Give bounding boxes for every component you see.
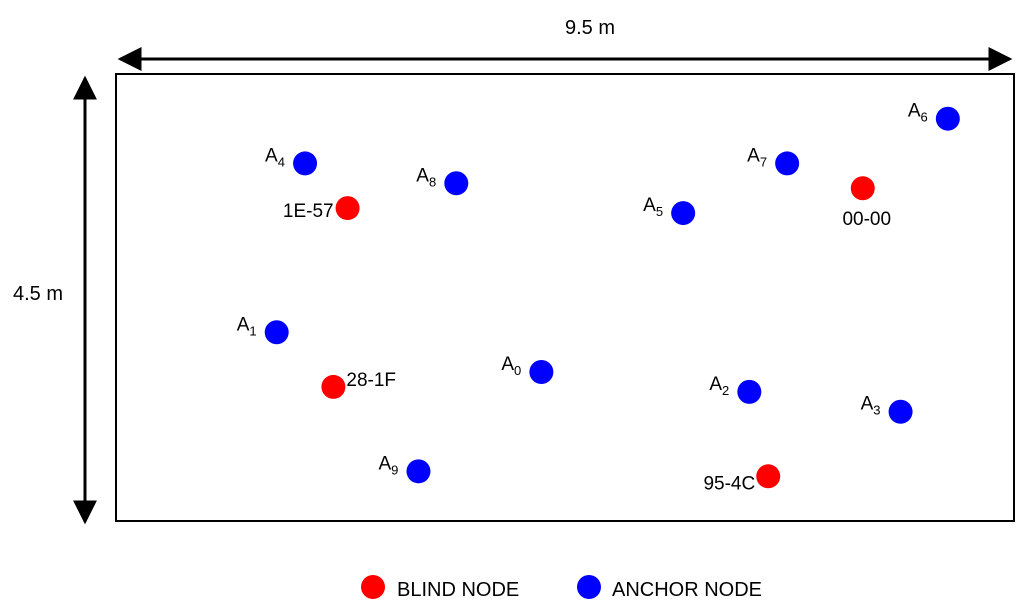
anchor-label-2: A2 <box>709 374 729 398</box>
anchor-node-3 <box>888 399 913 424</box>
anchor-node-0 <box>529 360 554 384</box>
anchor-label-subscript: 5 <box>656 204 663 219</box>
anchor-label-7: A7 <box>747 145 767 169</box>
room-boundary <box>115 73 1015 522</box>
legend-blind-label: BLIND NODE <box>397 579 519 601</box>
anchor-label-1: A1 <box>237 314 257 338</box>
anchor-label-subscript: 9 <box>391 462 398 477</box>
blind-node-0 <box>335 196 360 221</box>
anchor-node-1 <box>264 320 289 345</box>
legend-anchor-marker <box>577 575 601 599</box>
blind-node-3 <box>756 464 781 489</box>
anchor-label-6: A6 <box>908 101 928 125</box>
anchor-label-subscript: 8 <box>429 174 436 189</box>
anchor-node-8 <box>444 171 469 196</box>
anchor-label-subscript: 2 <box>722 383 729 398</box>
blind-node-2 <box>321 374 346 399</box>
anchor-node-7 <box>775 151 800 176</box>
height-label: 4.5 m <box>13 283 63 305</box>
anchor-label-4: A4 <box>265 145 285 169</box>
legend-blind-marker <box>361 575 385 599</box>
blind-node-label-0: 1E-57 <box>283 201 334 222</box>
blind-node-1 <box>850 176 875 201</box>
width-label: 9.5 m <box>565 17 615 39</box>
anchor-label-5: A5 <box>643 195 663 219</box>
anchor-label-9: A9 <box>378 453 398 477</box>
blind-node-label-3: 95-4C <box>703 473 755 494</box>
anchor-node-9 <box>406 459 431 484</box>
blind-node-label-1: 00-00 <box>842 209 891 230</box>
anchor-label-0: A0 <box>501 354 521 378</box>
anchor-label-8: A8 <box>416 165 436 189</box>
anchor-node-5 <box>671 201 696 226</box>
legend-anchor-label: ANCHOR NODE <box>612 579 762 601</box>
anchor-node-6 <box>935 106 960 131</box>
anchor-label-subscript: 1 <box>249 323 256 338</box>
anchor-node-4 <box>293 151 318 176</box>
anchor-label-subscript: 0 <box>514 363 521 378</box>
anchor-label-3: A3 <box>861 394 881 418</box>
anchor-node-2 <box>737 379 762 404</box>
anchor-label-subscript: 6 <box>921 110 928 125</box>
anchor-label-subscript: 4 <box>278 154 285 169</box>
anchor-label-subscript: 7 <box>760 154 767 169</box>
legend: BLIND NODE ANCHOR NODE <box>361 575 762 601</box>
blind-node-label-2: 28-1F <box>346 370 396 391</box>
anchor-label-subscript: 3 <box>873 403 880 418</box>
